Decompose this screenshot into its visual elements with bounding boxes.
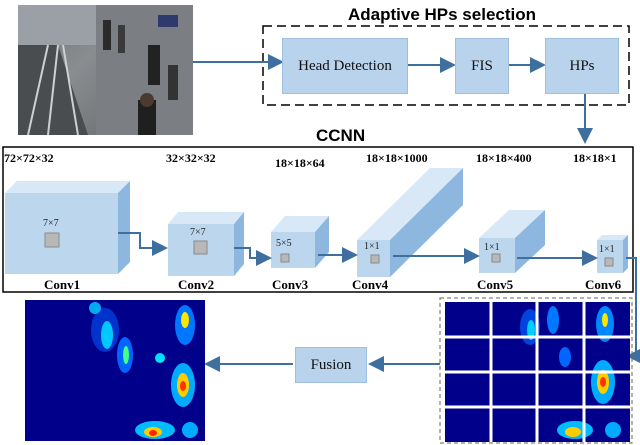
dim-conv1: 72×72×32 [4,151,54,165]
conv2-block [168,212,244,276]
conv3-block [271,216,329,268]
input-photo [18,5,193,135]
hps-title: Adaptive HPs selection [348,5,537,24]
dim-conv5: 18×18×400 [476,151,532,165]
conv6-block [597,235,628,273]
kernel-conv4: 1×1 [364,241,380,252]
arrow-conv1-conv2 [118,232,168,256]
kernel-conv6: 1×1 [599,244,615,255]
kernel-conv1: 7×7 [43,218,59,229]
output-density-map [25,300,205,441]
dim-conv2: 32×32×32 [166,151,216,165]
label-conv2: Conv2 [178,277,215,292]
kernel-conv2: 7×7 [190,227,206,238]
head-detection-box: Head Detection [282,38,408,94]
fusion-box: Fusion [295,347,367,383]
fis-box: FIS [455,38,509,94]
dim-conv6: 18×18×1 [573,151,617,165]
arrow-conv6-to-grid [626,257,640,364]
ccnn-box [2,146,634,293]
hps-dashed-box [262,25,630,106]
grid-density-map [445,302,630,442]
arrow-conv2-conv3 [234,247,272,266]
label-conv3: Conv3 [272,277,309,292]
label-conv5: Conv5 [477,277,514,292]
conv1-block [5,181,130,274]
kernel-conv5: 1×1 [484,242,500,253]
dim-conv4: 18×18×1000 [366,151,428,165]
label-conv1: Conv1 [44,277,81,292]
conv4-block [357,168,463,277]
grid-heat-blobs [445,302,630,442]
output-heat-blobs [25,300,205,441]
label-conv6: Conv6 [585,277,622,292]
label-conv4: Conv4 [352,277,389,292]
ccnn-title: CCNN [316,126,366,145]
kernel-conv3: 5×5 [276,238,292,249]
hps-box: HPs [545,38,619,94]
dim-conv3: 18×18×64 [275,156,325,170]
station-scene [18,5,193,135]
